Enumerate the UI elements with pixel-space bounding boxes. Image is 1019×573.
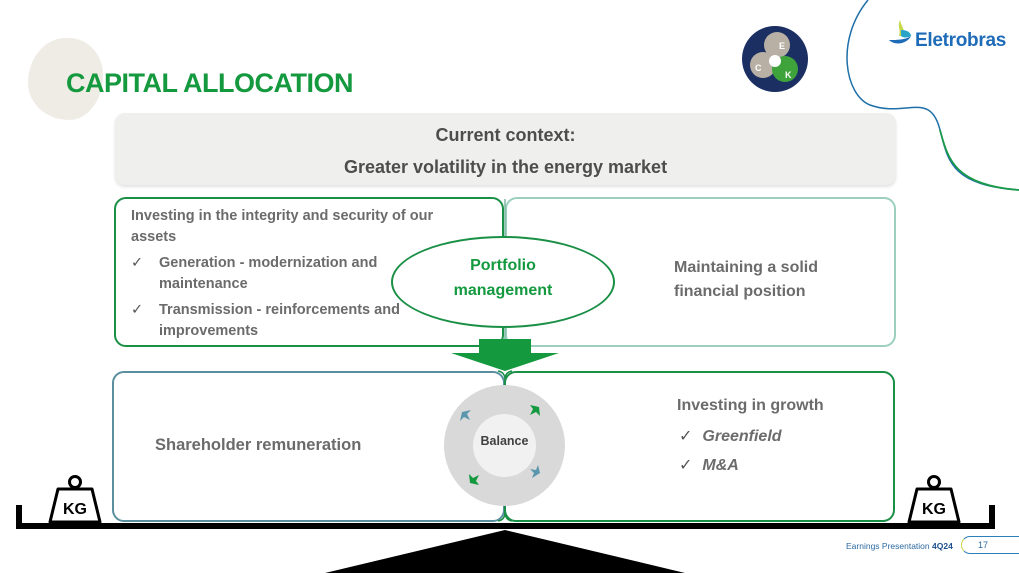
scale-fulcrum: [325, 530, 685, 573]
financial-line-2: financial position: [674, 283, 806, 300]
cycle-arrow-icon: [530, 465, 540, 478]
page-number: 17: [978, 540, 989, 550]
footer-text: Earnings Presentation: [846, 541, 930, 551]
portfolio-ellipse: [391, 236, 615, 328]
badge-letter-c: C: [755, 63, 762, 73]
list-item-ma: ✓ M&A: [679, 455, 739, 475]
badge-letter-e: E: [779, 41, 785, 51]
list-item-greenfield: ✓ Greenfield: [679, 426, 782, 446]
list-item-transmission: ✓ Transmission - reinforcements and impr…: [131, 300, 421, 342]
balance-cycle-center: [473, 414, 536, 477]
shareholder-text: Shareholder remuneration: [155, 436, 362, 454]
check-icon: ✓: [131, 255, 144, 271]
balance-label: Balance: [480, 434, 529, 448]
badge-letter-k: K: [785, 70, 792, 80]
list-item-text: M&A: [702, 457, 739, 474]
check-icon: ✓: [131, 302, 144, 318]
cycle-arrow-icon: [469, 474, 479, 485]
eletrobras-logo-icon: [889, 20, 911, 44]
weight-right-icon: KG: [907, 475, 961, 524]
brand-name: Eletrobras: [915, 30, 1006, 51]
cycle-arrow-icon: [530, 405, 540, 416]
footer-period: 4Q24: [932, 541, 953, 551]
decorative-blob: [28, 38, 103, 120]
growth-heading: Investing in growth: [677, 397, 824, 414]
list-item-text: Transmission - reinforcements and improv…: [159, 302, 400, 339]
quadrant-growth: [504, 371, 895, 522]
context-line-1: Current context:: [435, 125, 576, 145]
context-banner: Current context: Greater volatility in t…: [115, 113, 896, 185]
list-item-generation: ✓ Generation - modernization and mainten…: [131, 253, 421, 295]
weight-left-icon: KG: [48, 475, 102, 524]
weight-right-label: KG: [922, 501, 946, 518]
financial-line-1: Maintaining a solid: [674, 259, 819, 276]
list-item-text: Generation - modernization and maintenan…: [159, 255, 378, 292]
down-arrow-icon: [451, 339, 559, 371]
cycle-arrow-icon: [460, 410, 471, 421]
context-line-2: Greater volatility in the energy market: [343, 157, 668, 177]
portfolio-label: Portfolio management: [391, 253, 615, 303]
page-title: CAPITAL ALLOCATION: [66, 68, 353, 98]
check-icon: ✓: [679, 428, 693, 445]
financial-text: Maintaining a solid financial position: [674, 256, 818, 304]
quadrant-shareholder: [112, 371, 505, 522]
integrity-list: ✓ Generation - modernization and mainten…: [131, 253, 421, 347]
list-item-text: Greenfield: [702, 428, 782, 445]
footer-label: Earnings Presentation 4Q24: [846, 541, 953, 551]
check-icon: ✓: [679, 457, 693, 474]
integrity-heading: Investing in the integrity and security …: [131, 208, 434, 245]
weight-left-label: KG: [63, 501, 87, 518]
cycle-arrows: [460, 405, 540, 485]
eck-badge-logo: E C K: [742, 26, 808, 92]
portfolio-line-2: management: [453, 282, 553, 299]
page-number-pill: [961, 536, 1019, 554]
portfolio-line-1: Portfolio: [470, 257, 536, 274]
